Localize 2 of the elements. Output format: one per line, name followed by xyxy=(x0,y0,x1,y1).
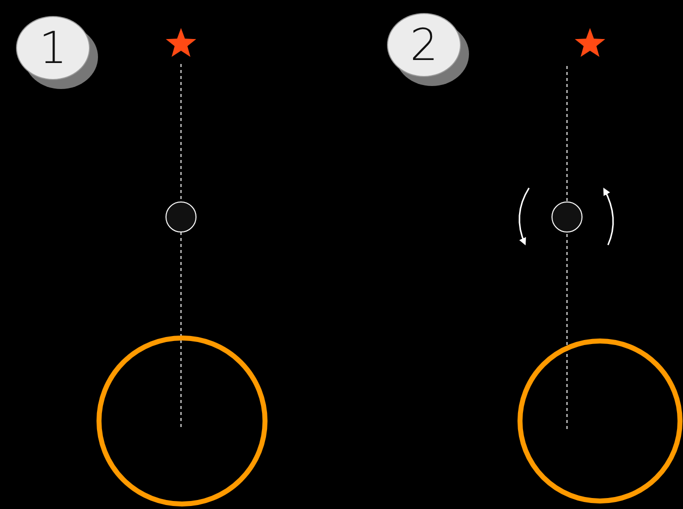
number-badge: 1 xyxy=(16,16,90,80)
number-badge: 2 xyxy=(387,13,461,77)
